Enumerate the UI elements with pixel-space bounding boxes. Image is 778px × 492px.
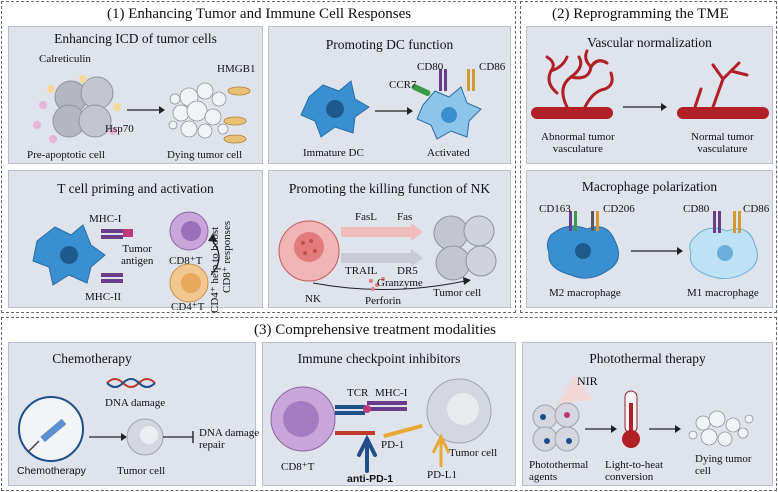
m1-macrophage-label: M1 macrophage xyxy=(687,287,759,299)
panel-nk-killing: Promoting the killing function of NK Fas… xyxy=(268,170,511,308)
dc-illustration xyxy=(300,69,482,140)
nir-label: NIR xyxy=(577,374,598,388)
t-cell-illustration xyxy=(32,211,220,303)
pre-apoptotic-cell-illustration xyxy=(33,75,165,143)
ici-mhc-i-label: MHC-I xyxy=(375,387,408,399)
chemo-title: Chemotherapy xyxy=(52,351,132,366)
agents-line-2: agents xyxy=(529,471,558,483)
pd-1-label: PD-1 xyxy=(381,439,405,451)
hsp70-label: Hsp70 xyxy=(105,123,134,135)
abnormal-vasculature-label: Abnormal tumor vasculature xyxy=(541,131,615,155)
hmgb1-label: HMGB1 xyxy=(217,63,256,75)
dying-tumor-cell-label: Dying tumor cell xyxy=(167,149,243,161)
panel-t-cell-priming: T cell priming and activation MHC-I MHC-… xyxy=(8,170,263,313)
fasl-label: FasL xyxy=(355,211,377,223)
section-1-title: (1) Enhancing Tumor and Immune Cell Resp… xyxy=(107,6,412,22)
dr5-label: DR5 xyxy=(397,265,418,277)
section-treatment-modalities xyxy=(1,317,777,491)
mhc-i-label: MHC-I xyxy=(89,213,122,225)
ici-tumor-cell-label: Tumor cell xyxy=(449,447,498,459)
panel-icd: Enhancing ICD of tumor cells Calreticuli… xyxy=(8,26,263,164)
anti-pd-1-label: anti-PD-1 xyxy=(347,473,394,485)
ici-illustration xyxy=(270,378,492,473)
ptt-dying-line-2: cell xyxy=(695,465,711,477)
cd4-t-label: CD4⁺T xyxy=(171,301,205,313)
abnormal-line-1: Abnormal tumor xyxy=(541,131,615,143)
conversion-line-2: conversion xyxy=(605,471,654,483)
m2-macrophage-label: M2 macrophage xyxy=(549,287,621,299)
cd4-help-line-2: CD8⁺ responses xyxy=(221,220,233,293)
calreticulin-label: Calreticulin xyxy=(39,53,91,65)
normal-line-2: vasculature xyxy=(697,143,748,155)
m-cd86-label: CD86 xyxy=(743,203,770,215)
vasculature-illustration xyxy=(531,49,769,119)
tumor-antigen-line-1: Tumor xyxy=(122,243,152,255)
dc-cd80-label: CD80 xyxy=(417,61,444,73)
ptt-title: Photothermal therapy xyxy=(589,351,706,366)
chemotherapy-illustration xyxy=(18,378,194,462)
cd206-label: CD206 xyxy=(603,203,635,215)
panel-immune-checkpoint: Immune checkpoint inhibitors TCR MHC-I P… xyxy=(262,342,516,486)
normal-vasculature-label: Normal tumor vasculature xyxy=(691,131,754,155)
nk-title: Promoting the killing function of NK xyxy=(288,181,491,196)
light-to-heat-label: Light-to-heat conversion xyxy=(605,459,663,483)
tumor-antigen-label: Tumor antigen xyxy=(121,243,153,267)
dna-repair-label: DNA damage repair xyxy=(199,427,259,451)
cd4-help-line-1: CD4⁺ help to boost xyxy=(209,226,221,313)
panel-dc-function: Promoting DC function CD80 CD86 CCR7 Imm… xyxy=(268,26,511,164)
panel-chemotherapy: Chemotherapy DNA damage DNA damage repai… xyxy=(8,342,259,486)
normal-line-1: Normal tumor xyxy=(691,131,754,143)
ptt-dying-line-1: Dying tumor xyxy=(695,453,752,465)
cd8-t-label: CD8⁺T xyxy=(169,255,203,267)
panel-photothermal: Photothermal therapy NIR Photothermal ag… xyxy=(522,342,773,486)
tcell-title: T cell priming and activation xyxy=(57,181,214,196)
activated-dc-label: Activated xyxy=(427,147,470,159)
section-enhancing-responses xyxy=(1,1,516,313)
abnormal-line-2: vasculature xyxy=(552,143,603,155)
icd-title: Enhancing ICD of tumor cells xyxy=(54,31,217,46)
ptt-illustration xyxy=(532,375,754,452)
dying-tumor-cell-illustration xyxy=(168,82,251,144)
pre-apoptotic-label: Pre-apoptotic cell xyxy=(27,149,105,161)
nk-label: NK xyxy=(305,293,321,305)
tumor-antigen-line-2: antigen xyxy=(121,255,154,267)
chemo-dna-damage-label: DNA damage xyxy=(105,397,166,409)
chemo-tumor-cell-label: Tumor cell xyxy=(117,465,166,477)
ici-title: Immune checkpoint inhibitors xyxy=(297,351,461,366)
chemotherapy-label: Chemotherapy xyxy=(17,465,86,477)
section-2-title: (2) Reprogramming the TME xyxy=(552,6,729,22)
macrophage-title: Macrophage polarization xyxy=(581,179,718,194)
tcr-label: TCR xyxy=(347,387,369,399)
macrophage-illustration xyxy=(546,211,758,279)
agents-line-1: Photothermal xyxy=(529,459,589,471)
conversion-line-1: Light-to-heat xyxy=(605,459,664,471)
photothermal-agents-label: Photothermal agents xyxy=(529,459,588,483)
dc-title: Promoting DC function xyxy=(325,37,454,52)
nk-tumor-cell-label: Tumor cell xyxy=(433,287,482,299)
ptt-dying-cell-label: Dying tumor cell xyxy=(695,453,752,477)
dc-cd86-label: CD86 xyxy=(479,61,506,73)
perforin-label: Perforin xyxy=(365,295,402,307)
ici-cd8-t-label: CD8⁺T xyxy=(281,461,315,473)
fas-label: Fas xyxy=(397,211,413,223)
section-3-title: (3) Comprehensive treatment modalities xyxy=(254,322,497,338)
vascular-title: Vascular normalization xyxy=(587,35,712,50)
m-cd80-label: CD80 xyxy=(683,203,710,215)
pd-l1-label: PD-L1 xyxy=(427,469,457,481)
dna-repair-line-2: repair xyxy=(199,439,225,451)
granzyme-label: Granzyme xyxy=(377,277,423,289)
cd163-label: CD163 xyxy=(539,203,571,215)
mhc-ii-label: MHC-II xyxy=(85,291,122,303)
panel-macrophage-polarization: Macrophage polarization CD163 CD206 CD80… xyxy=(526,170,773,308)
trail-label: TRAIL xyxy=(345,265,378,277)
section-reprogramming-tme xyxy=(520,1,777,313)
nk-illustration xyxy=(278,215,497,291)
cd4-help-note: CD4⁺ help to boost CD8⁺ responses xyxy=(209,221,233,313)
immature-dc-label: Immature DC xyxy=(303,147,364,159)
panel-vascular-normalization: Vascular normalization Abnormal tumor va… xyxy=(526,26,773,164)
ccr7-label: CCR7 xyxy=(389,79,417,91)
dna-repair-line-1: DNA damage xyxy=(199,427,260,439)
